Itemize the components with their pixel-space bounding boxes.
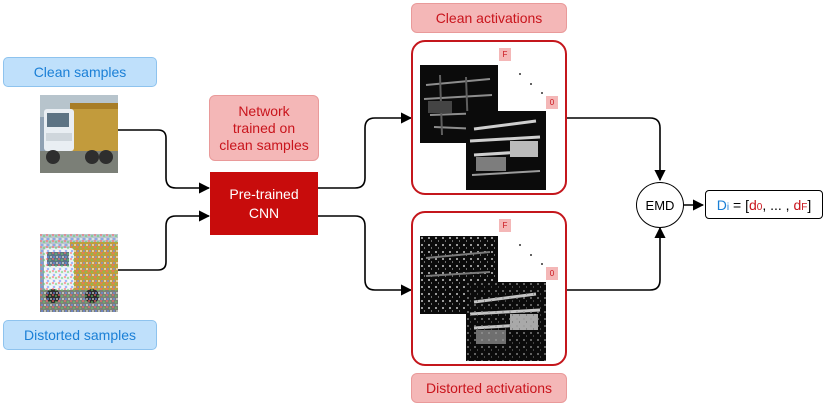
clean-ellipsis-dot: [541, 92, 543, 94]
result-d0: d: [748, 196, 757, 213]
distorted-ellipsis-dot: [541, 263, 543, 265]
arrow-distorted-to-cnn: [118, 210, 211, 271]
result-sub-F: F: [801, 202, 808, 213]
clean-feature-map-last: [466, 111, 546, 190]
arrow-clean-to-cnn: [118, 129, 211, 194]
distorted-ellipsis-dot: [530, 254, 532, 256]
clean-ellipsis-dot: [530, 83, 532, 85]
arrow-distorted-activations-to-emd: [567, 226, 666, 291]
result-close: ]: [807, 196, 812, 213]
arrow-cnn-to-distorted-activations: [318, 215, 413, 296]
clean-activations-label: Clean activations: [411, 3, 567, 33]
result-eq: = [: [729, 196, 749, 213]
distorted-tag-first: F: [499, 219, 511, 232]
distorted-feature-map-last: [466, 282, 546, 361]
distorted-activations-panel: F 0: [411, 211, 567, 366]
clean-activations-panel: F 0: [411, 40, 567, 195]
distorted-samples-label: Distorted samples: [3, 320, 157, 350]
result-sub-0: 0: [756, 202, 763, 213]
distorted-truck-image: [40, 234, 118, 312]
result-sep: , ... ,: [762, 196, 794, 213]
result-D: D: [716, 196, 727, 213]
arrow-clean-activations-to-emd: [567, 117, 666, 182]
distorted-activations-label: Distorted activations: [411, 373, 567, 403]
clean-ellipsis-dot: [519, 73, 521, 75]
arrow-cnn-to-clean-activations: [318, 112, 413, 189]
clean-tag-last: 0: [546, 96, 558, 109]
result-sub-i: i: [726, 202, 730, 213]
emd-node: EMD: [636, 182, 684, 228]
distorted-tag-last: 0: [546, 267, 558, 280]
network-note-label: Network trained on clean samples: [209, 95, 319, 161]
clean-samples-label: Clean samples: [3, 57, 157, 87]
clean-truck-image: [40, 95, 118, 173]
pretrained-cnn-box: Pre-trained CNN: [210, 172, 318, 235]
distorted-ellipsis-dot: [519, 244, 521, 246]
clean-tag-first: F: [499, 48, 511, 61]
result-dF: d: [793, 196, 802, 213]
